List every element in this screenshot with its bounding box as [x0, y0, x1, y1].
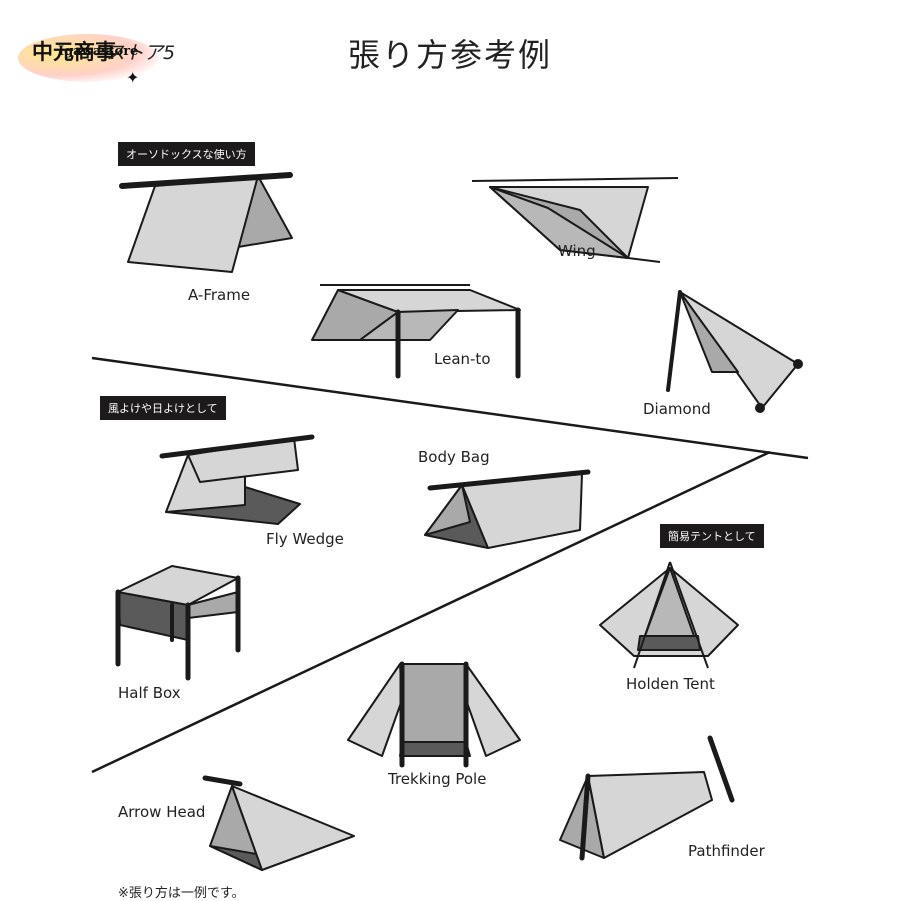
- half-box-diagram: [115, 565, 241, 681]
- fly-wedge-diagram: [159, 434, 315, 525]
- pathfinder-diagram: [559, 735, 735, 861]
- arrow-head-diagram: [202, 775, 355, 871]
- section-divider-lower: [91, 450, 771, 774]
- logo-tail-text: ストア5: [106, 42, 176, 64]
- label-a-frame: A-Frame: [188, 286, 251, 304]
- diamond-diagram: [666, 290, 803, 413]
- wing-diagram: [471, 177, 679, 263]
- footnote: ※張り方は一例です。: [118, 886, 245, 901]
- section-divider-upper: [91, 356, 809, 460]
- lean-to-diagram: [311, 284, 521, 379]
- a-frame-diagram: [119, 172, 293, 273]
- section-tag-simple-tent: 簡易テントとして: [660, 524, 764, 548]
- store-logo: 中元商事 ストア5 Igawastore ✦: [18, 28, 208, 88]
- logo-sub-text: Igawastore: [58, 44, 139, 59]
- label-half-box: Half Box: [118, 684, 181, 702]
- label-arrow-head: Arrow Head: [118, 803, 206, 821]
- holden-tent-diagram: [599, 561, 739, 669]
- page-title: 張り方参考例: [347, 36, 552, 74]
- sparkle-icon: ✦: [126, 68, 140, 87]
- label-holden-tent: Holden Tent: [626, 675, 715, 693]
- body-bag-diagram: [424, 469, 591, 549]
- label-wing: Wing: [558, 242, 596, 260]
- logo-background: [18, 34, 158, 82]
- section-tag-orthodox: オーソドックスな使い方: [118, 142, 255, 166]
- label-trekking-pole: Trekking Pole: [388, 770, 487, 788]
- label-body-bag: Body Bag: [418, 448, 490, 466]
- label-fly-wedge: Fly Wedge: [266, 530, 344, 548]
- logo-main-text: 中元商事: [32, 39, 116, 64]
- trekking-pole-diagram: [347, 661, 521, 768]
- label-lean-to: Lean-to: [434, 350, 491, 368]
- section-tag-windbreak-sunshade: 風よけや日よけとして: [100, 396, 226, 420]
- label-diamond: Diamond: [643, 400, 711, 418]
- label-pathfinder: Pathfinder: [688, 842, 765, 860]
